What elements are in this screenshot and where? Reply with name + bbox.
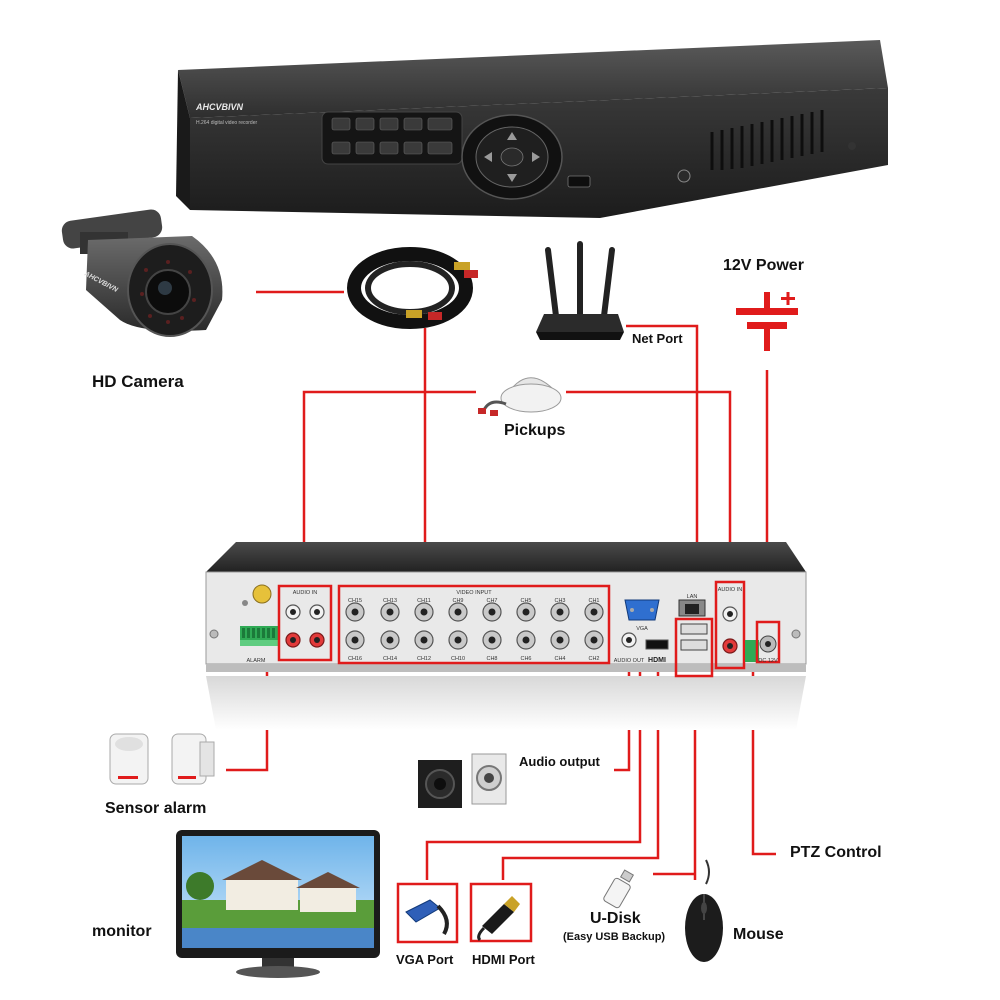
ch11-label: CH11 (417, 598, 431, 604)
monitor-label: monitor (92, 923, 152, 940)
ch3-label: CH3 (554, 598, 565, 604)
bnc-connector-pin (351, 636, 359, 644)
bnc-connector-pin (488, 608, 496, 616)
rear-vga-port (624, 599, 660, 621)
sensor-alarm-illustration (109, 733, 215, 785)
rear-usb-port-1 (680, 623, 708, 635)
ch13-label: CH13 (383, 598, 397, 604)
power-label: 12V Power (723, 257, 804, 274)
vga-panel-label: VGA (636, 626, 648, 632)
audio-in-left-jacks (285, 604, 325, 648)
lan-panel-label: LAN (687, 594, 698, 600)
rs485-terminal (745, 640, 759, 662)
rear-hdmi-port (645, 639, 669, 650)
dvr-front-device (176, 40, 888, 218)
rear-audio-out-jack (621, 632, 637, 648)
ch9-label: CH9 (452, 598, 463, 604)
dc12v-panel-label: DC 12V (758, 658, 778, 664)
usb-ports-highlight (674, 617, 714, 678)
ch16-label: CH16 (348, 656, 362, 662)
bnc-connector-pin (488, 636, 496, 644)
audio-in-left-highlight (277, 584, 333, 662)
front-brand-logo: AHCVBIVN (195, 102, 244, 112)
front-subtitle: H.264 digital video recorder (196, 120, 257, 126)
bnc-connector-pin (386, 608, 394, 616)
bnc-connector-pin (522, 608, 530, 616)
ptz-control-label: PTZ Control (790, 844, 882, 861)
alarm-label: ALARM (247, 658, 266, 664)
bnc-connector-pin (454, 608, 462, 616)
pickup-microphone-illustration (478, 377, 562, 416)
vga-port-label: VGA Port (396, 952, 454, 967)
audio-in-right-highlight (714, 580, 746, 670)
ch4-label: CH4 (554, 656, 565, 662)
mouse-illustration (685, 859, 723, 962)
hd-camera-illustration (61, 209, 223, 337)
ch2-label: CH2 (588, 656, 599, 662)
hdmi-port-label: HDMI Port (472, 952, 535, 967)
bnc-connector-pin (386, 636, 394, 644)
ch7-label: CH7 (486, 598, 497, 604)
bnc-connector-pin (556, 608, 564, 616)
ch6-label: CH6 (520, 656, 531, 662)
coax-cable-coil (347, 247, 478, 329)
ch8-label: CH8 (486, 656, 497, 662)
audio-in-left-label: AUDIO IN (293, 590, 317, 596)
hd-camera-label: HD Camera (92, 372, 184, 391)
dc-power-highlight (755, 620, 781, 664)
speakers-illustration (418, 753, 507, 808)
video-input-label: VIDEO INPUT (456, 590, 492, 596)
power-symbol-icon (736, 292, 798, 351)
ch12-label: CH12 (417, 656, 431, 662)
ch15-label: CH15 (348, 598, 362, 604)
ch10-label: CH10 (451, 656, 465, 662)
net-port-label: Net Port (632, 331, 683, 346)
ch1-label: CH1 (588, 598, 599, 604)
bnc-connector-pin (590, 608, 598, 616)
bnc-connector-pin (454, 636, 462, 644)
bnc-connector-pin (351, 608, 359, 616)
hdmi-cable-icon (477, 896, 520, 942)
vga-cable-icon (405, 899, 449, 935)
audio-out-panel-label: AUDIO OUT (614, 658, 645, 664)
rear-usb-port-2 (680, 639, 708, 651)
video-bnc-connectors (345, 602, 604, 650)
bnc-connector-pin (556, 636, 564, 644)
front-vents (710, 110, 824, 170)
ch5-label: CH5 (520, 598, 531, 604)
usb-disk-icon (603, 869, 635, 909)
pickups-label: Pickups (504, 422, 566, 439)
bnc-connector-pin (420, 608, 428, 616)
bnc-connector-pin (522, 636, 530, 644)
u-disk-sublabel: (Easy USB Backup) (563, 931, 666, 943)
front-usb-port (567, 175, 591, 188)
hdmi-panel-label: HDMI (648, 657, 666, 664)
audio-in-right-label: AUDIO IN (718, 587, 742, 593)
bnc-connector-pin (420, 636, 428, 644)
sensor-alarm-label: Sensor alarm (105, 800, 207, 817)
alarm-terminal-block (240, 584, 278, 646)
ch14-label: CH14 (383, 656, 397, 662)
bnc-connector-pin (590, 636, 598, 644)
monitor-illustration (176, 830, 380, 978)
u-disk-label: U-Disk (590, 910, 641, 927)
audio-output-label: Audio output (519, 754, 600, 769)
router-illustration (536, 241, 624, 340)
mouse-label: Mouse (733, 926, 784, 943)
video-input-highlight (337, 584, 611, 665)
